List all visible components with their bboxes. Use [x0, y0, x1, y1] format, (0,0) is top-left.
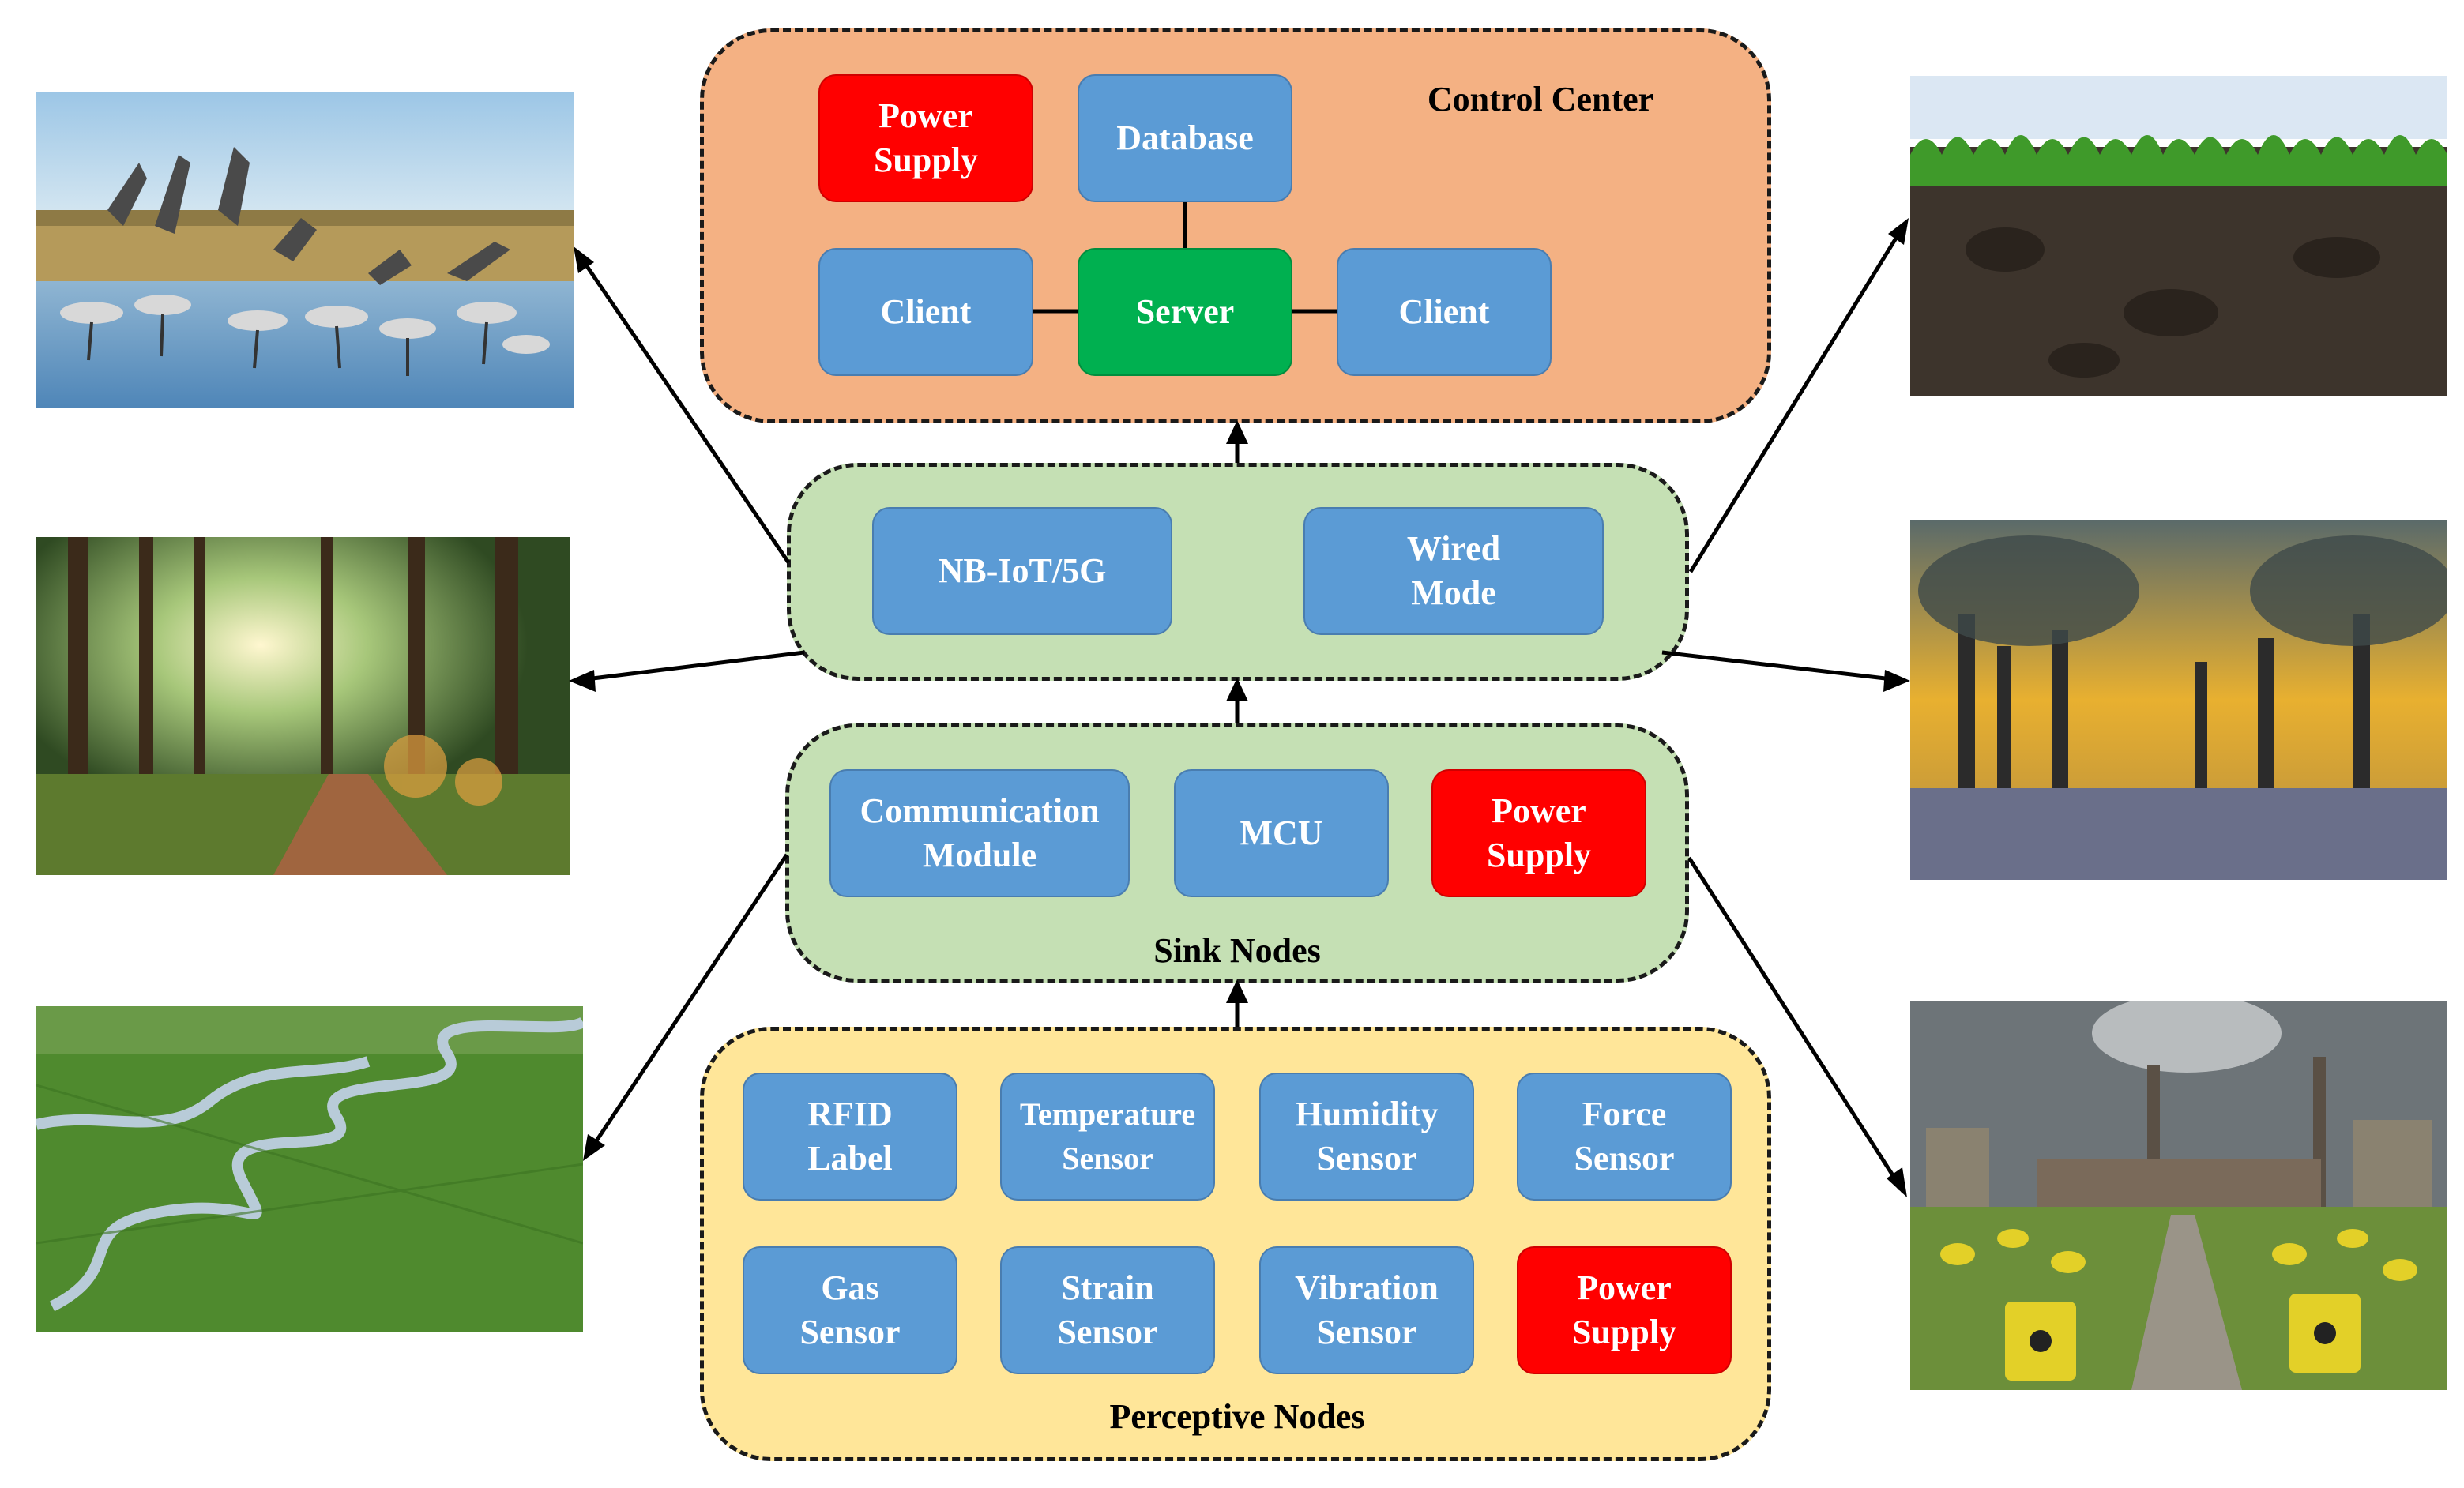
control-power-supply-box: Power Supply: [818, 74, 1033, 202]
control-center-label: Control Center: [1427, 80, 1654, 118]
sink-nodes-label: Sink Nodes: [1153, 931, 1321, 970]
force-sensor-box: Force Sensor: [1517, 1073, 1732, 1201]
temperature-sensor-box: Temperature Sensor: [1000, 1073, 1215, 1201]
forest-path-photo: [36, 537, 570, 875]
nuclear-waste-photo: [1910, 1001, 2447, 1390]
gas-sensor-box: Gas Sensor: [743, 1246, 957, 1374]
database-box: Database: [1078, 74, 1292, 202]
humidity-sensor-box: Humidity Sensor: [1259, 1073, 1474, 1201]
industrial-pollution-photo: [1910, 520, 2447, 880]
cranes-wetland-photo: [36, 92, 574, 408]
communication-module-box: Communication Module: [829, 769, 1130, 897]
perceptive-nodes-label: Perceptive Nodes: [1109, 1397, 1365, 1436]
perceptive-power-supply-box: Power Supply: [1517, 1246, 1732, 1374]
soil-cross-section-photo: [1910, 76, 2447, 396]
wired-mode-box: Wired Mode: [1303, 507, 1604, 635]
strain-sensor-box: Strain Sensor: [1000, 1246, 1215, 1374]
server-box: Server: [1078, 248, 1292, 376]
client-right-box: Client: [1337, 248, 1552, 376]
river-wetland-photo: [36, 1006, 583, 1332]
vibration-sensor-box: Vibration Sensor: [1259, 1246, 1474, 1374]
rfid-label-box: RFID Label: [743, 1073, 957, 1201]
client-left-box: Client: [818, 248, 1033, 376]
sink-power-supply-box: Power Supply: [1431, 769, 1646, 897]
nbiot-5g-box: NB-IoT/5G: [872, 507, 1172, 635]
mcu-box: MCU: [1174, 769, 1389, 897]
